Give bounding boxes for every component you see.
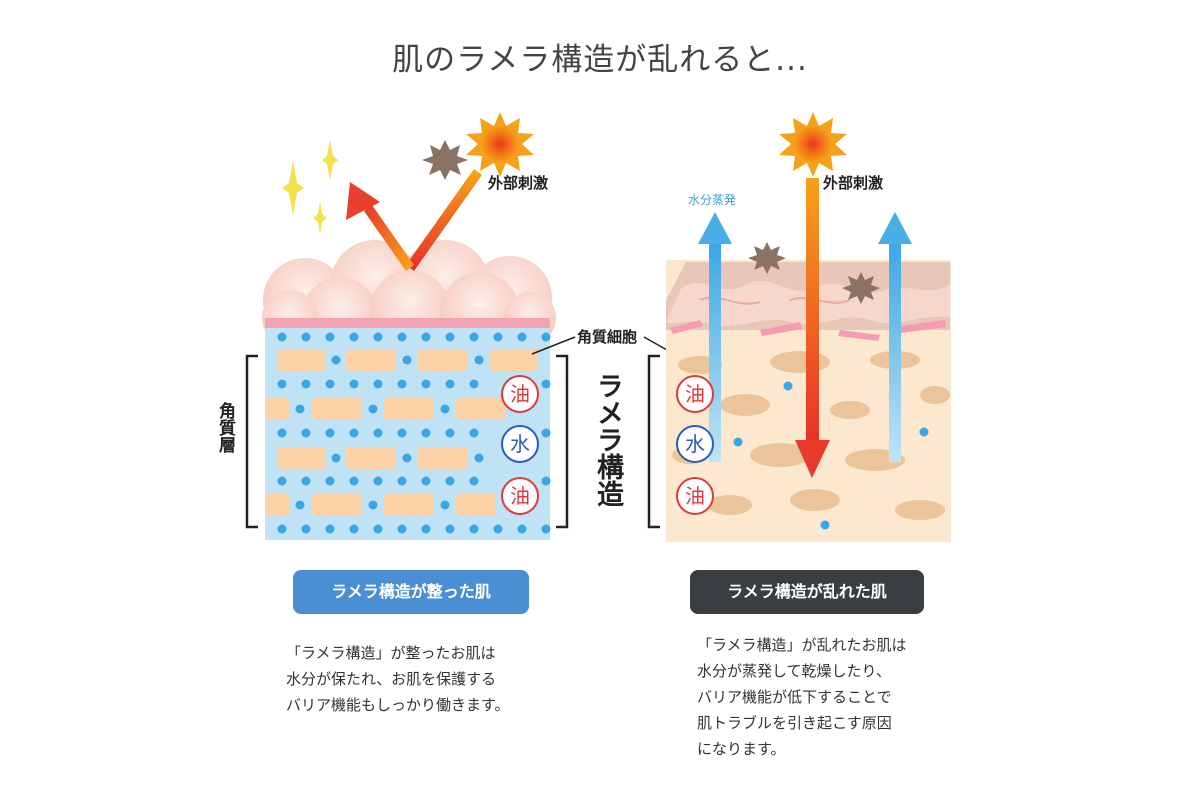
oil-badge: 油 [501,375,539,413]
evaporation-arrow-head [878,212,912,244]
lamellar-structure-label: ラメラ構造 [592,372,623,507]
germ-icon [842,272,880,304]
healthy-skin-description: 「ラメラ構造」が整ったお肌は 水分が保たれ、お肌を保護する バリア機能もしっかり… [286,644,510,714]
oil-badge: 油 [676,375,714,413]
germ-icon [422,140,468,180]
corneocyte-bricks [265,349,538,516]
healthy-skin-button[interactable]: ラメラ構造が整った肌 [293,570,529,614]
damaged-skin-illustration: 油 水 油 [647,112,951,542]
external-stimulus-label: 外部刺激 [488,174,549,192]
evaporation-label: 水分蒸発 [688,193,737,207]
germ-icon [748,242,786,274]
corneocyte-label: 角質細胞 [577,328,638,346]
reflected-arrow-head [346,182,380,220]
water-badge: 水 [501,425,539,463]
lamellar-bracket-right [647,354,660,529]
stratum-bracket [245,354,258,529]
external-stimulus-beam [405,169,483,271]
lamellar-bracket-left [556,354,569,529]
water-badge: 水 [676,425,714,463]
penetrating-arrow-head [795,440,830,478]
damaged-skin-description: 「ラメラ構造」が乱れたお肌は 水分が蒸発して乾燥したり、 バリア機能が低下するこ… [697,636,907,758]
oil-badge: 油 [501,477,539,515]
badge-text: 油 [685,484,705,508]
sun-icon [466,112,534,177]
sparkle-icon [282,140,338,234]
damaged-skin-button[interactable]: ラメラ構造が乱れた肌 [690,570,924,614]
badge-text: 油 [510,382,530,406]
external-stimulus-label: 外部刺激 [823,174,884,192]
badge-text: 油 [685,382,705,406]
reflected-arrow [363,205,415,271]
page-title: 肌のラメラ構造が乱れると... [392,42,808,78]
evaporation-arrow-head [698,212,732,244]
water-dots [277,332,551,534]
penetrating-arrow [806,178,819,444]
badge-text: 水 [510,432,530,456]
healthy-skin-illustration: 油 水 油 [245,112,569,540]
cell-leader-line [531,336,576,355]
sun-icon [779,112,847,177]
badge-text: 油 [510,484,530,508]
badge-text: 水 [685,432,705,456]
oil-badge: 油 [676,477,714,515]
stratum-corneum-label: 角質層 [215,402,235,453]
